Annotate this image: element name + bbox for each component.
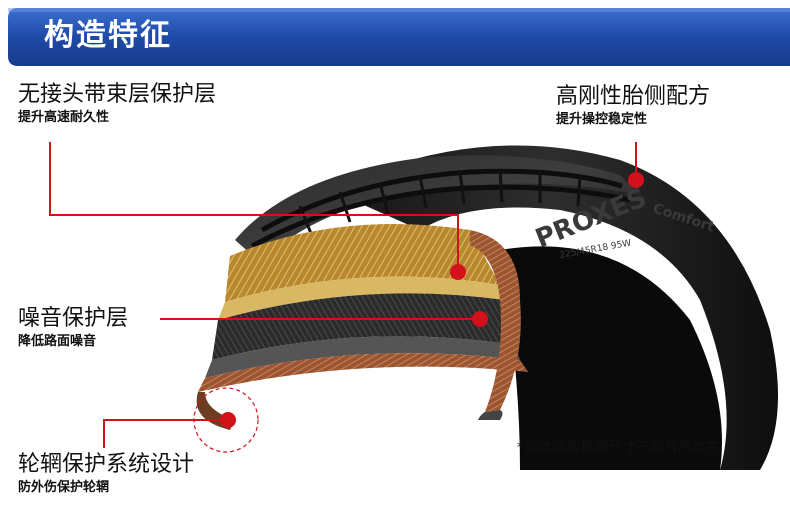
banner-background (8, 8, 790, 66)
footnote: *胎体结构根据尺寸不同有所改变 (517, 440, 720, 456)
callout-subtitle: 提升操控稳定性 (556, 112, 648, 127)
marker-sidewall (628, 172, 644, 188)
tread-sipes (298, 169, 582, 237)
callout-subtitle: 防外伤保护轮辋 (18, 480, 110, 495)
sidewall-ply-edge (470, 230, 521, 412)
callout-leader-lines (49, 142, 637, 448)
tire-inner-cavity (500, 246, 722, 470)
bead-area (478, 410, 503, 420)
callout-title: 噪音保护层 (18, 306, 129, 331)
callout-noise-layer: 噪音保护层 降低路面噪音 (18, 306, 128, 350)
page-title: 构造特征 (44, 18, 172, 53)
inner-liner-layer (205, 336, 520, 378)
carcass-ply-layer (198, 353, 528, 392)
callout-title: 轮辋保护系统设计 (18, 452, 195, 477)
header-banner: 构造特征 (0, 0, 790, 66)
callout-belt-protection: 无接头带束层保护层 提升高速耐久性 (18, 82, 216, 126)
marker-noise (472, 311, 488, 327)
leader-belt (49, 142, 459, 272)
leader-rim (103, 419, 228, 448)
tire-sidewall (330, 145, 778, 471)
callout-rim-protection: 轮辋保护系统设计 防外伤保护轮辋 (18, 452, 194, 496)
marker-belt (450, 264, 466, 280)
belt-protection-layer (225, 223, 500, 302)
callout-title: 无接头带束层保护层 (18, 82, 217, 107)
marker-rim (220, 412, 236, 428)
callout-sidewall-compound: 高刚性胎侧配方 提升操控稳定性 (556, 84, 710, 128)
callout-subtitle: 提升高速耐久性 (18, 110, 110, 125)
callout-subtitle: 降低路面噪音 (18, 334, 97, 349)
tread-grooves (250, 168, 631, 249)
belt-edge-layer (218, 276, 505, 320)
noise-protection-layer (212, 293, 515, 360)
callout-markers (220, 172, 644, 428)
callout-title: 高刚性胎侧配方 (556, 84, 711, 109)
